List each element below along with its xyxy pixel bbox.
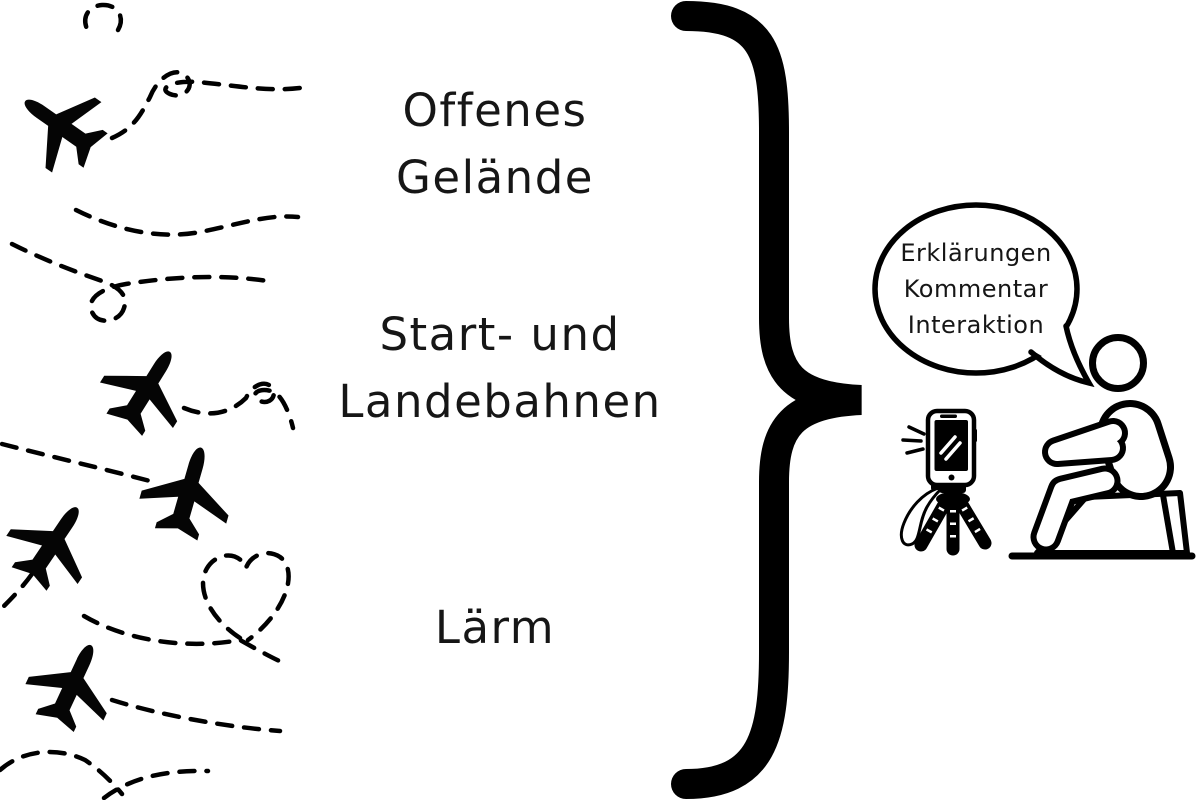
flight-paths-illustration bbox=[0, 2, 303, 800]
dashed-flight-path bbox=[200, 550, 291, 643]
dashed-flight-path bbox=[9, 241, 271, 323]
phone-home-button bbox=[948, 474, 955, 481]
topic-line: Offenes bbox=[402, 84, 588, 137]
dashed-flight-path bbox=[109, 70, 303, 141]
topic-line: Landebahnen bbox=[338, 375, 662, 428]
phone-screen bbox=[934, 420, 968, 471]
dashed-flight-path bbox=[101, 768, 211, 800]
dashed-flight-path bbox=[0, 441, 153, 484]
dashed-flight-path bbox=[73, 207, 301, 237]
smartphone-tripod-icon bbox=[899, 408, 992, 556]
tripod-head bbox=[936, 492, 970, 506]
person-head bbox=[1089, 334, 1147, 392]
topic-start-landebahnen: Start- und Landebahnen bbox=[295, 301, 705, 435]
person-leg-fill bbox=[1036, 471, 1115, 547]
dashed-flight-path bbox=[181, 381, 296, 431]
speech-bubble bbox=[872, 202, 1095, 388]
curly-brace bbox=[671, 1, 862, 799]
screen-reflection bbox=[939, 435, 962, 461]
airplane-icon bbox=[132, 435, 245, 547]
airplane-icon bbox=[15, 627, 130, 742]
airplane-icon bbox=[0, 483, 113, 604]
person-torso-fill bbox=[1104, 407, 1167, 493]
camera-strap bbox=[899, 486, 943, 547]
speech-bubble-tail bbox=[1028, 323, 1095, 388]
topic-laerm: Lärm bbox=[300, 594, 690, 661]
speech-bubble-body bbox=[872, 202, 1080, 376]
airplane-icon bbox=[87, 329, 207, 448]
person-sitting-icon bbox=[1030, 334, 1174, 553]
speech-bubble-line: Interaktion bbox=[907, 311, 1045, 339]
dashed-flight-path bbox=[0, 571, 35, 611]
phone-speaker bbox=[940, 414, 957, 418]
dashed-flight-path bbox=[83, 2, 124, 34]
phone-side-button bbox=[973, 429, 977, 442]
airplanes bbox=[0, 65, 245, 742]
person-arm-fill bbox=[1048, 424, 1122, 461]
topic-line: Lärm bbox=[434, 601, 556, 654]
topic-offenes-gelaende: Offenes Gelände bbox=[300, 77, 690, 211]
stool-leg-line bbox=[1160, 494, 1176, 554]
dashed-flight-path bbox=[0, 749, 125, 797]
speech-bubble-line: Erklärungen bbox=[900, 239, 1052, 267]
dashed-flight-path bbox=[81, 613, 289, 667]
airplane-icon bbox=[0, 65, 121, 186]
dashed-flight-path bbox=[109, 697, 283, 734]
topic-line: Gelände bbox=[396, 151, 594, 204]
flash-lines-icon bbox=[901, 425, 926, 455]
speech-bubble-text: Erklärungen Kommentar Interaktion bbox=[876, 235, 1076, 343]
speech-bubble-line: Kommentar bbox=[903, 275, 1049, 303]
topic-line: Start- und bbox=[379, 308, 621, 361]
speech-bubble-tail-fill bbox=[1028, 322, 1090, 384]
